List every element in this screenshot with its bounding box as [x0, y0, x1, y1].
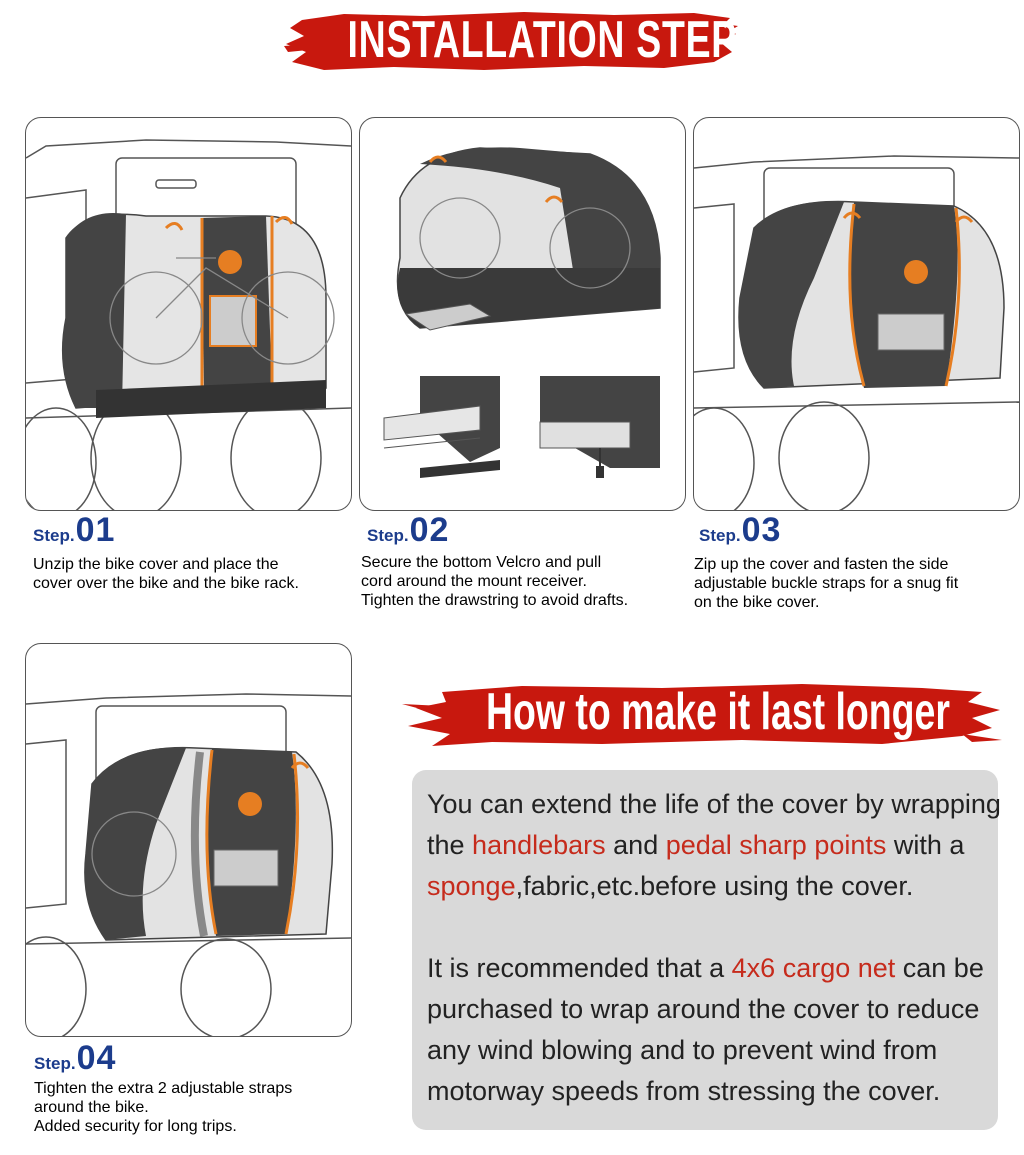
step-03-heading: Step.03	[699, 511, 781, 550]
step-text-line: Tighten the drawstring to avoid drafts.	[361, 592, 629, 609]
brush-stroke-banner	[284, 12, 738, 70]
tip-line: motorway speeds from stressing the cover…	[427, 1076, 941, 1106]
highlight-cargo-net: 4x6 cargo net	[731, 953, 896, 983]
step-text-line: adjustable buckle straps for a snug fit	[694, 575, 959, 592]
step-text-line: Unzip the bike cover and place the	[33, 556, 279, 573]
highlight-sponge: sponge	[427, 871, 516, 901]
bike-cover-mount-receiver-illustration	[382, 147, 661, 488]
tip-text: can be	[895, 953, 984, 983]
step-01-description: Unzip the bike cover and place the cover…	[33, 555, 299, 593]
step-number: 02	[409, 511, 450, 549]
step-label: Step.	[367, 526, 409, 545]
step-02-heading: Step.02	[367, 511, 449, 550]
highlight-handlebars: handlebars	[472, 830, 606, 860]
step-text-line: Secure the bottom Velcro and pull	[361, 554, 602, 571]
tip-text: and	[605, 830, 666, 860]
strapped-bike-cover-illustration	[26, 693, 351, 1036]
step-number: 04	[76, 1039, 117, 1077]
step-01-heading: Step.01	[33, 511, 115, 550]
step-04-illustration	[25, 643, 352, 1037]
tip-text: It is recommended that a	[427, 953, 732, 983]
step-04-heading: Step.04	[34, 1039, 116, 1078]
tip-text: ,fabric,etc.before using the cover.	[515, 871, 914, 901]
highlight-pedal-points: pedal sharp points	[665, 830, 887, 860]
step-label: Step.	[33, 526, 75, 545]
tip-text: the	[427, 830, 473, 860]
tip-line: any wind blowing and to prevent wind fro…	[427, 1035, 938, 1065]
step-01-illustration	[25, 117, 352, 511]
tip-line: the handlebars and pedal sharp points wi…	[427, 825, 1001, 866]
tips-title: How to make it last longer	[486, 683, 950, 741]
tip-line: sponge,fabric,etc.before using the cover…	[427, 866, 1001, 907]
tip-paragraph-1: You can extend the life of the cover by …	[427, 784, 1001, 907]
step-text-line: Tighten the extra 2 adjustable straps	[34, 1080, 293, 1097]
brush-stroke-banner	[402, 684, 1002, 746]
tip-text: with a	[886, 830, 965, 860]
step-text-line: cover over the bike and the bike rack.	[33, 575, 299, 592]
zipped-bike-cover-illustration	[694, 155, 1019, 510]
tip-line: purchased to wrap around the cover to re…	[427, 994, 980, 1024]
tips-box: You can extend the life of the cover by …	[412, 770, 1001, 1130]
step-03-illustration	[693, 117, 1020, 511]
tip-paragraph-2: It is recommended that a 4x6 cargo net c…	[427, 948, 984, 1112]
tip-line: It is recommended that a 4x6 cargo net c…	[427, 948, 984, 989]
step-number: 03	[741, 511, 782, 549]
step-02-illustration	[359, 117, 686, 511]
step-label: Step.	[699, 526, 741, 545]
step-number: 01	[75, 511, 116, 549]
page-title: INSTALLATION STEPS	[347, 11, 763, 69]
step-02-description: Secure the bottom Velcro and pull cord a…	[361, 553, 628, 610]
step-04-description: Tighten the extra 2 adjustable straps ar…	[34, 1079, 292, 1136]
step-text-line: cord around the mount receiver.	[361, 573, 587, 590]
step-text-line: on the bike cover.	[694, 594, 820, 611]
step-03-description: Zip up the cover and fasten the side adj…	[694, 555, 958, 612]
step-text-line: Added security for long trips.	[34, 1118, 237, 1135]
step-label: Step.	[34, 1054, 76, 1073]
step-text-line: around the bike.	[34, 1099, 149, 1116]
vehicle-with-bike-cover-illustration	[26, 139, 351, 510]
tip-line: You can extend the life of the cover by …	[427, 789, 1001, 819]
step-text-line: Zip up the cover and fasten the side	[694, 556, 949, 573]
title-banner: INSTALLATION STEPS	[284, 6, 763, 76]
tips-banner: How to make it last longer	[402, 674, 1002, 754]
